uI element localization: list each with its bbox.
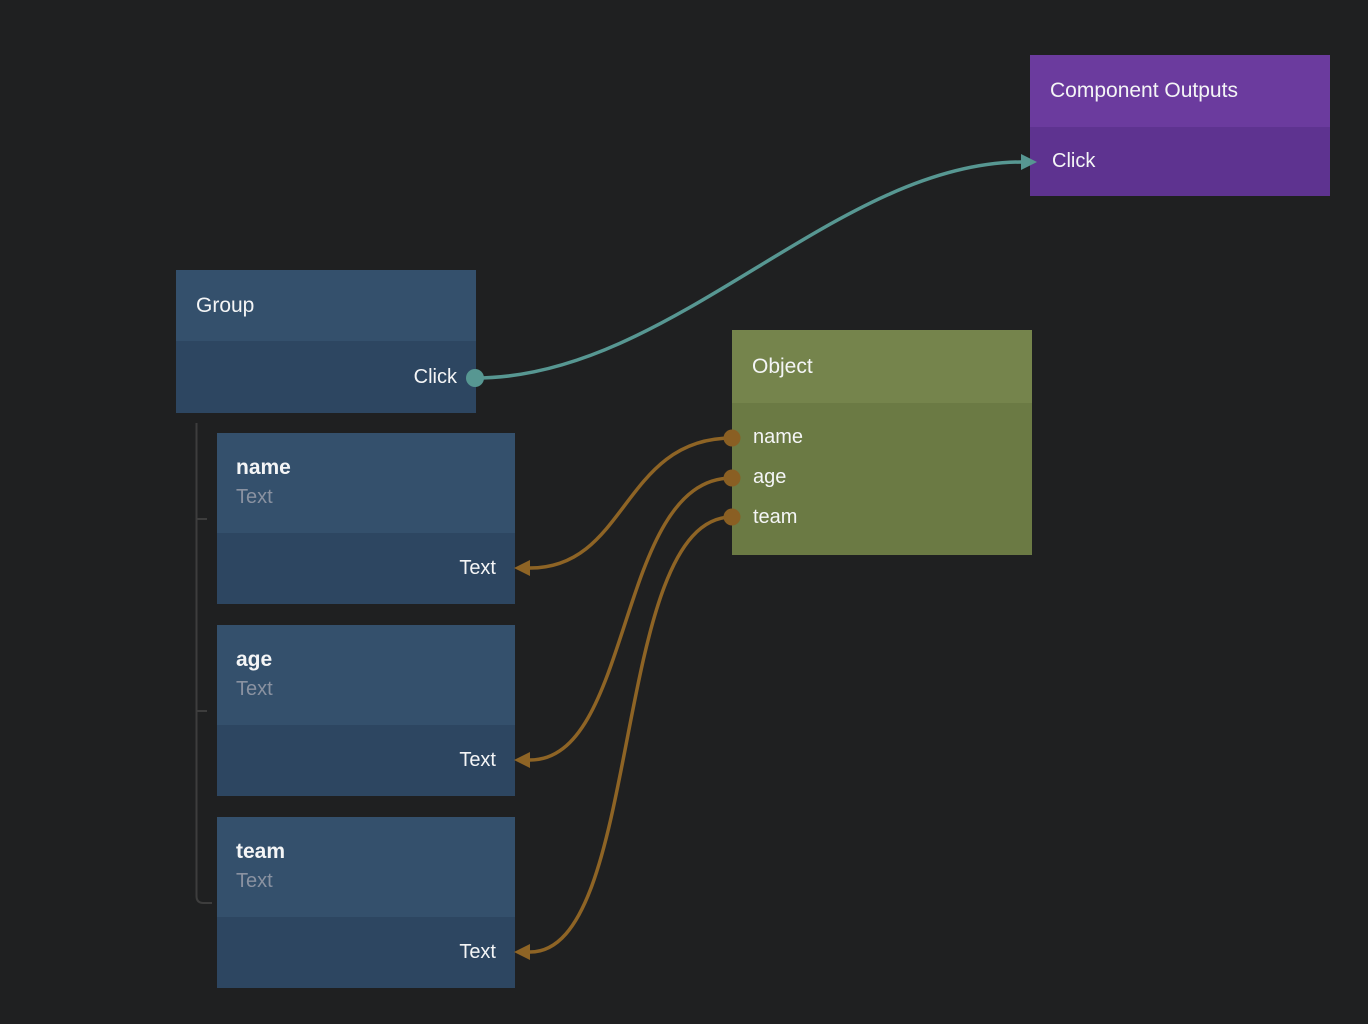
port-team-text-input[interactable]: Text bbox=[217, 917, 515, 988]
port-object-name-label: name bbox=[753, 425, 804, 448]
node-component-outputs-body: Click bbox=[1030, 127, 1330, 196]
node-component-outputs[interactable]: Component Outputs Click bbox=[1030, 55, 1330, 196]
port-object-team-label: team bbox=[753, 505, 798, 528]
node-group-body: Click bbox=[176, 341, 476, 413]
node-team-type: Text bbox=[236, 870, 273, 892]
node-age-header: age Text bbox=[217, 625, 515, 725]
node-team-body: Text bbox=[217, 917, 515, 988]
node-object-header: Object bbox=[732, 330, 1032, 403]
node-object[interactable]: Object name age team bbox=[732, 330, 1032, 555]
port-name-text-label: Text bbox=[459, 557, 496, 579]
arrowhead-team-text bbox=[514, 944, 530, 960]
node-object-title: Object bbox=[752, 354, 813, 378]
tree-trunk-line bbox=[195, 423, 212, 904]
node-name-title: name bbox=[236, 456, 291, 479]
node-age-type: Text bbox=[236, 678, 273, 700]
port-name-text-input[interactable]: Text bbox=[217, 533, 515, 604]
node-name-type: Text bbox=[236, 486, 273, 508]
arrowhead-name-text bbox=[514, 560, 530, 576]
port-group-click-output[interactable]: Click bbox=[176, 341, 476, 413]
port-team-text-label: Text bbox=[459, 941, 496, 963]
port-object-age[interactable]: age bbox=[732, 457, 1032, 497]
arrowhead-age-text bbox=[514, 752, 530, 768]
port-age-text-label: Text bbox=[459, 749, 496, 771]
node-name-body: Text bbox=[217, 533, 515, 604]
port-object-name[interactable]: name bbox=[732, 417, 1032, 457]
port-component-outputs-click-input[interactable]: Click bbox=[1030, 127, 1330, 196]
node-age-title: age bbox=[236, 648, 273, 671]
port-object-team[interactable]: team bbox=[732, 497, 1032, 537]
node-name-header: name Text bbox=[217, 433, 515, 533]
node-object-body: name age team bbox=[732, 403, 1032, 555]
node-group[interactable]: Group Click bbox=[176, 270, 476, 413]
wire-object-age-to-age-text[interactable] bbox=[529, 476, 733, 762]
node-component-outputs-header: Component Outputs bbox=[1030, 55, 1330, 127]
node-team[interactable]: team Text Text bbox=[217, 817, 515, 988]
port-component-outputs-click-label: Click bbox=[1052, 150, 1096, 172]
node-team-title: team bbox=[236, 840, 286, 863]
port-age-text-input[interactable]: Text bbox=[217, 725, 515, 796]
port-object-age-label: age bbox=[753, 465, 787, 488]
node-team-header: team Text bbox=[217, 817, 515, 917]
port-group-click-label: Click bbox=[413, 365, 457, 388]
node-group-header: Group bbox=[176, 270, 476, 341]
node-name[interactable]: name Text Text bbox=[217, 433, 515, 604]
wire-object-team-to-team-text[interactable] bbox=[529, 515, 733, 954]
node-component-outputs-title: Component Outputs bbox=[1050, 79, 1238, 102]
node-age[interactable]: age Text Text bbox=[217, 625, 515, 796]
node-age-body: Text bbox=[217, 725, 515, 796]
node-group-title: Group bbox=[196, 293, 255, 317]
wire-object-name-to-name-text[interactable] bbox=[529, 436, 733, 570]
